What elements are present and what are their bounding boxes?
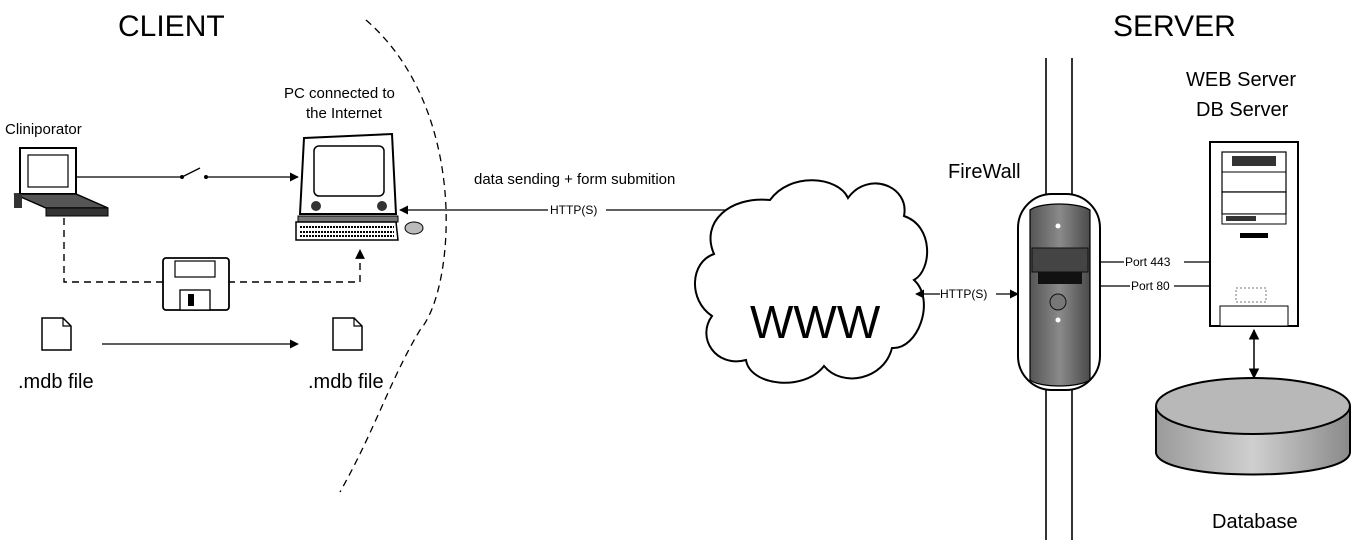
http-www-firewall-label: HTTP(S)	[940, 287, 987, 301]
file-icon	[41, 317, 72, 351]
server-tower-icon	[1209, 141, 1299, 327]
firewall-label: FireWall	[948, 161, 1021, 183]
floppy-transfer-path	[63, 218, 365, 283]
file-icon	[332, 317, 363, 351]
switch-icon	[76, 167, 208, 179]
firewall-pipe	[1045, 58, 1073, 540]
client-section-title: CLIENT	[118, 10, 225, 43]
client-boundary-line	[339, 19, 447, 493]
pc-www-connector-right	[606, 209, 731, 239]
cloud-icon	[694, 179, 928, 384]
pc-label-line1: PC connected to	[284, 85, 395, 102]
server-label-line2: DB Server	[1196, 99, 1289, 121]
server-label-line1: WEB Server	[1186, 69, 1296, 91]
port-443-label: Port 443	[1125, 255, 1171, 269]
port-80-label: Port 80	[1131, 279, 1170, 293]
floppy-disk-icon	[162, 257, 230, 311]
firewall-icon	[1017, 193, 1101, 391]
pc-label-line2: the Internet	[306, 105, 383, 122]
cliniporator-label: Cliniporator	[5, 121, 82, 138]
server-section-title: SERVER	[1113, 10, 1236, 43]
http-pc-www-label: HTTP(S)	[550, 203, 597, 217]
laptop-icon	[13, 147, 109, 217]
www-label: WWW	[750, 296, 881, 348]
data-sending-label: data sending + form submition	[474, 171, 675, 188]
mdb-file-left-label: .mdb file	[18, 371, 94, 393]
database-icon	[1155, 377, 1351, 476]
database-label: Database	[1212, 511, 1298, 533]
computer-icon	[295, 132, 424, 241]
mdb-file-right-label: .mdb file	[308, 371, 384, 393]
